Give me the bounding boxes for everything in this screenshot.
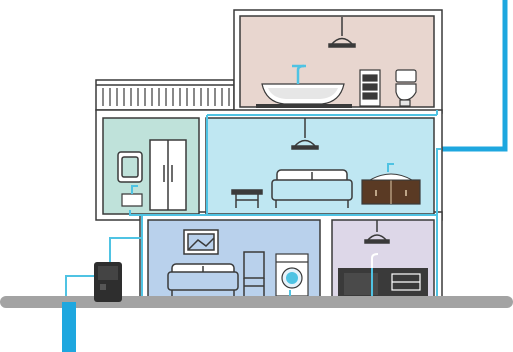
microwave-icon bbox=[118, 152, 142, 182]
room-bathroom bbox=[240, 16, 434, 108]
bathtub-icon bbox=[256, 84, 352, 108]
room-living bbox=[206, 118, 434, 214]
underground-pipe bbox=[62, 302, 76, 352]
room-laundry bbox=[332, 220, 434, 298]
washing-machine-icon bbox=[276, 254, 308, 296]
picture-frame-icon bbox=[184, 230, 218, 254]
main-supply-pipe bbox=[441, 0, 505, 149]
refrigerator-icon bbox=[150, 140, 186, 210]
water-heater-icon bbox=[94, 262, 122, 302]
roof-railing bbox=[96, 80, 234, 110]
room-lounge bbox=[148, 220, 320, 298]
room-kitchen bbox=[103, 118, 199, 214]
drawer-cabinet-icon bbox=[360, 70, 380, 106]
kitchen-counter-icon bbox=[338, 268, 428, 298]
ground bbox=[0, 296, 513, 308]
